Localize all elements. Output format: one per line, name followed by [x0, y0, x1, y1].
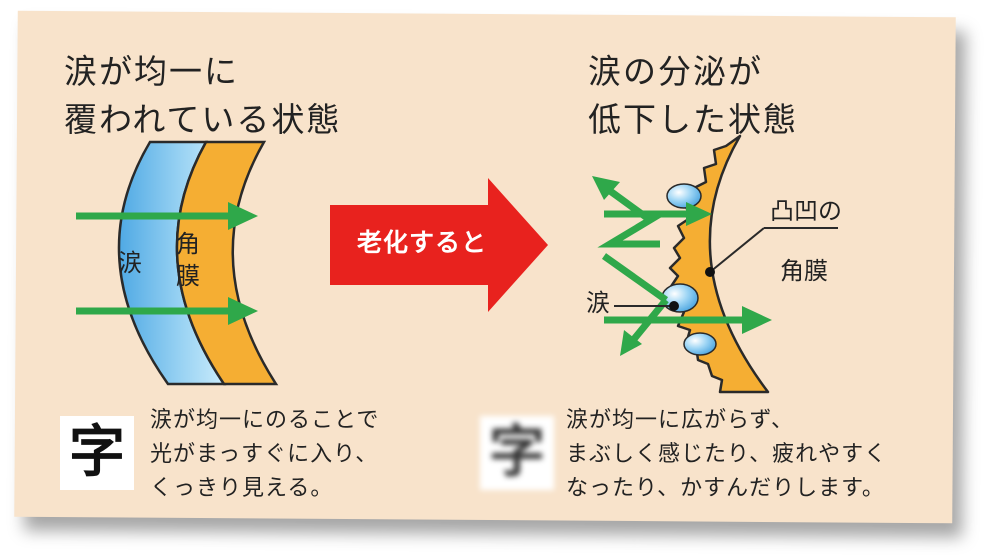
label-cornea-right: 角膜: [780, 257, 828, 285]
scattered-light-arrow: [604, 306, 772, 334]
right-note-line2: まぶしく感じたり、疲れやすく: [566, 442, 888, 467]
label-tear-left: 涙: [118, 249, 142, 277]
right-note-line1: 涙が均一に広がらず、: [566, 408, 795, 433]
clear-character-sample: 字: [60, 416, 134, 490]
scattered-light-arrow: [601, 253, 669, 356]
label-cornea-left: 角膜: [176, 230, 200, 290]
light-arrow-left-top: [76, 202, 258, 230]
aging-arrow: [330, 178, 548, 312]
label-bumpy: 凸凹の: [770, 197, 842, 225]
scattered-light-arrow: [597, 210, 673, 248]
left-note-line3: くっきり見える。: [150, 476, 334, 501]
label-tear-right: 涙: [586, 289, 610, 317]
aging-arrow-label: 老化すると: [356, 228, 487, 257]
left-title-line2: 覆われている状態: [64, 100, 342, 139]
tear-droplet: [683, 332, 717, 356]
left-note-line2: 光がまっすぐに入り、: [150, 442, 379, 467]
right-title-line2: 低下した状態: [588, 100, 798, 139]
right-note-line3: なったり、かすんだりします。: [566, 476, 885, 501]
light-arrow-left-bottom: [76, 297, 258, 325]
left-note-line1: 涙が均一にのることで: [150, 408, 380, 433]
right-title-line1: 涙の分泌が: [588, 52, 763, 91]
left-title-line1: 涙が均一に: [64, 52, 239, 91]
scattered-light-arrow: [618, 202, 712, 226]
callout-cornea: [705, 227, 838, 277]
blurred-character-sample: 字: [480, 416, 554, 490]
callout-tear: [614, 301, 679, 311]
tear-droplet: [666, 183, 702, 209]
